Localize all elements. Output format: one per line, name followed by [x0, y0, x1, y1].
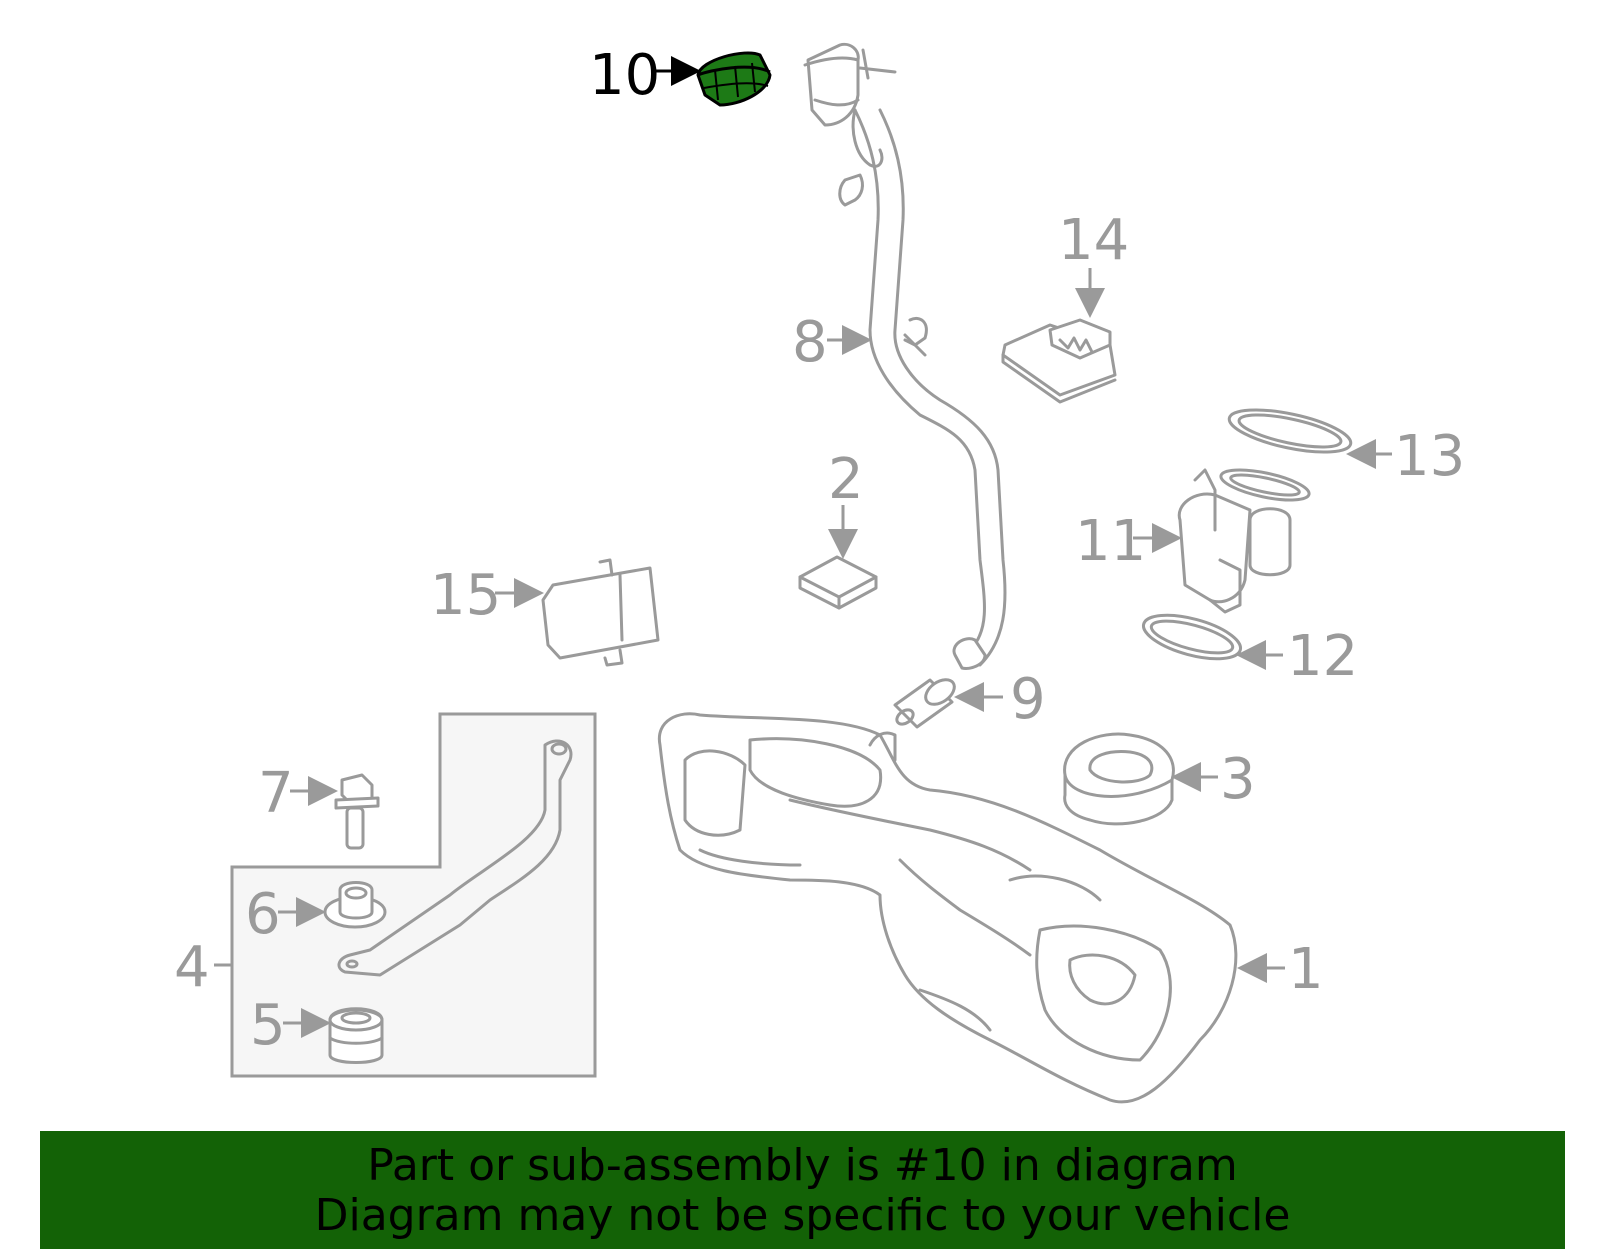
callout-13: 13: [1394, 424, 1465, 489]
callout-3: 3: [1220, 747, 1256, 812]
part-15-module: [541, 558, 660, 667]
banner-line-2: Diagram may not be specific to your vehi…: [314, 1190, 1291, 1241]
part-13-seal-ring: [1227, 408, 1353, 454]
part-3-grommet: [1063, 732, 1175, 826]
parts-diagram: 1 2 3 4 5 6 7 8 9 10 11 12 13 14 15: [174, 42, 1465, 1104]
callout-5: 5: [250, 993, 286, 1058]
callout-8: 8: [792, 310, 828, 375]
banner-line-1: Part or sub-assembly is #10 in diagram: [367, 1140, 1238, 1191]
part-2-pad: [798, 555, 878, 610]
part-7-bolt: [334, 773, 380, 850]
callout-2: 2: [828, 447, 864, 512]
callout-labels: 1 2 3 4 5 6 7 8 9 10 11 12 13 14 15: [174, 43, 1465, 1058]
part-12-gasket: [1141, 613, 1243, 661]
part-8-filler-pipe: [803, 42, 1007, 670]
callout-9: 9: [1010, 667, 1046, 732]
part-9-nozzle: [893, 678, 956, 729]
part-4-strap: [337, 739, 573, 977]
callout-15: 15: [430, 563, 501, 628]
part-11-fuel-pump: [1177, 468, 1311, 614]
part-6-grommet: [323, 881, 387, 929]
inset-box-group-4: [230, 712, 597, 1078]
callout-11: 11: [1075, 509, 1146, 574]
part-10-filler-cap: [696, 51, 772, 107]
callout-12: 12: [1287, 624, 1358, 689]
part-14-control-unit: [1001, 318, 1117, 404]
callout-7: 7: [258, 761, 294, 826]
part-1-fuel-tank: [657, 712, 1238, 1104]
part-5-bushing: [328, 1007, 384, 1064]
callout-4: 4: [174, 935, 210, 1000]
callout-6: 6: [245, 882, 281, 947]
leader-arrows: [214, 56, 1392, 1038]
callout-1: 1: [1288, 937, 1324, 1002]
callout-14: 14: [1058, 208, 1129, 273]
info-banner: Part or sub-assembly is #10 in diagram D…: [40, 1131, 1565, 1249]
callout-10: 10: [589, 43, 660, 108]
